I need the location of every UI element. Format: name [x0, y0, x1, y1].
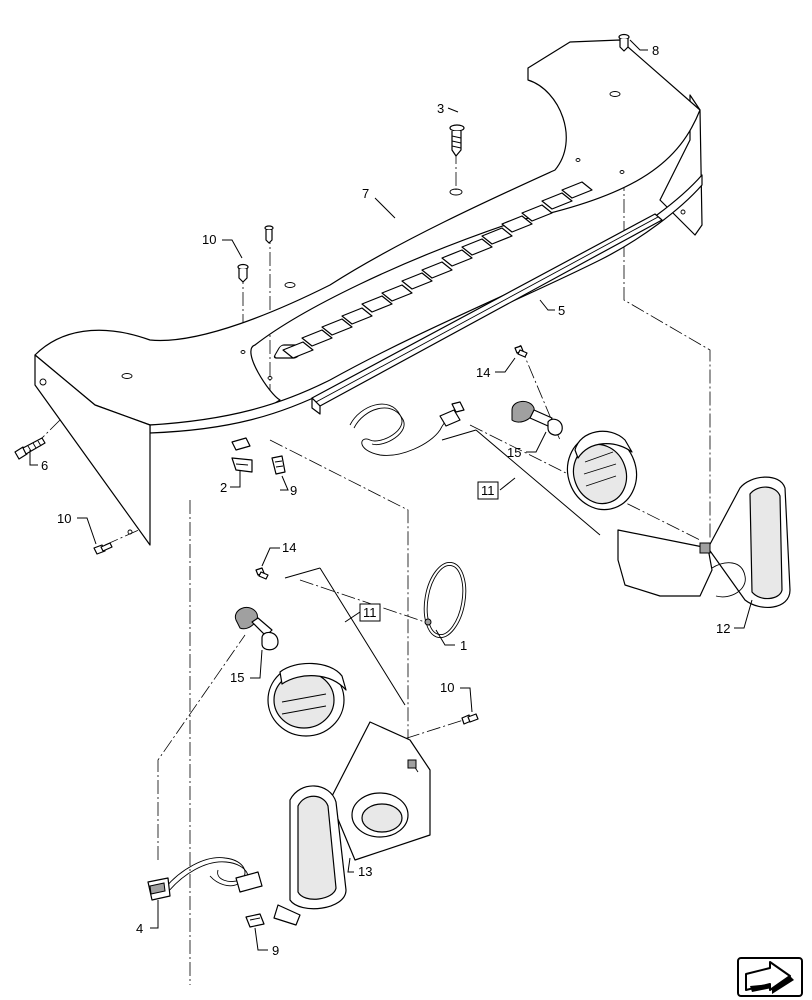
callout-6: 6	[41, 458, 48, 473]
callout-11-lower-box	[359, 603, 381, 622]
callout-5: 5	[558, 303, 565, 318]
callout-11-upper: 11	[481, 483, 495, 498]
bolt-6	[14, 437, 46, 460]
callout-1: 1	[460, 638, 467, 653]
bulb-socket-15-upper	[511, 401, 563, 436]
callout-7: 7	[362, 186, 369, 201]
callout-14-top: 14	[476, 365, 490, 380]
vent-slot-row	[282, 181, 593, 359]
callout-2: 2	[220, 480, 227, 495]
screw-8	[618, 33, 630, 52]
screw-14-bottom	[255, 567, 269, 580]
callout-leaders	[29, 39, 753, 951]
callout-9-bottom: 9	[272, 943, 279, 958]
wire-harness-4	[147, 857, 263, 901]
screw-10-left	[93, 542, 113, 555]
callout-9-top: 9	[290, 483, 297, 498]
callout-3: 3	[437, 101, 444, 116]
clip-9-top	[271, 455, 286, 475]
seal-strip	[311, 213, 663, 415]
lamp-lower	[267, 662, 347, 737]
arrow-pointer-icon[interactable]	[737, 957, 803, 997]
screw-top-small	[264, 225, 274, 244]
screw-10-top	[237, 263, 249, 283]
callout-13: 13	[358, 864, 372, 879]
callout-14-bottom: 14	[282, 540, 296, 555]
gasket-ring-1	[423, 561, 467, 639]
lamp-upper	[566, 430, 638, 511]
callout-15-bottom: 15	[230, 670, 244, 685]
bulb-socket-15-lower	[234, 607, 279, 651]
lamp-housing-13	[273, 721, 431, 926]
lamp-housing-12	[617, 476, 791, 608]
callout-11-lower: 11	[363, 605, 377, 620]
callout-4: 4	[136, 921, 143, 936]
callout-8: 8	[652, 43, 659, 58]
wire-harness-upper	[349, 401, 465, 456]
clip-9-bottom	[245, 913, 265, 928]
screw-3	[449, 124, 465, 157]
callout-15-top: 15	[507, 445, 521, 460]
callout-12: 12	[716, 621, 730, 636]
screw-14-top	[514, 345, 528, 358]
callout-11-upper-box	[477, 481, 499, 500]
callout-labels: 1 2 3 4 5 6 7 8 9 9 10 10 10 11 11 12 13…	[41, 43, 730, 958]
callout-10-top: 10	[202, 232, 216, 247]
bracket-clip-2	[231, 437, 253, 473]
screw-10-bottom	[461, 713, 479, 725]
callout-10-left: 10	[57, 511, 71, 526]
callout-10-bottom: 10	[440, 680, 454, 695]
